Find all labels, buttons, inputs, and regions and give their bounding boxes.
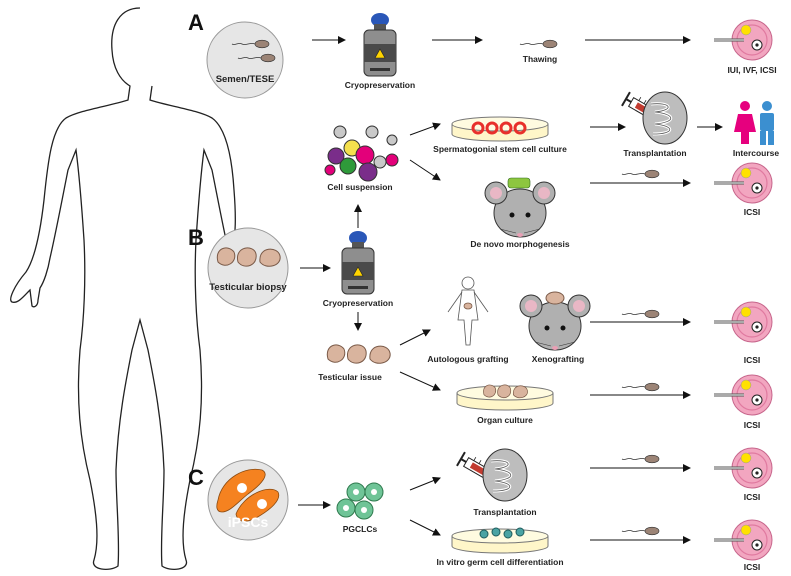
section-letter-a: A (188, 10, 204, 35)
germ-cell-colonies (479, 527, 525, 539)
icsi-label-4: ICSI (744, 492, 761, 502)
oocyte-icon (712, 161, 774, 205)
ssc-culture-label: Spermatogonial stem cell culture (433, 144, 567, 154)
tissue-icon (483, 384, 528, 399)
section-letter-c: C (188, 465, 204, 490)
de-novo-label: De novo morphogenesis (470, 239, 569, 249)
mouse-icon (484, 181, 556, 238)
arrow (399, 371, 441, 391)
oocyte-icon (712, 518, 774, 562)
human-body-outline (10, 7, 236, 571)
semen-tese-label: Semen/TESE (216, 74, 275, 85)
tissue-icon (326, 344, 391, 364)
in-vitro-label: In vitro germ cell differentiation (436, 557, 563, 567)
section-letter-b: B (188, 225, 204, 250)
cryo-tank-icon (341, 230, 375, 295)
cryo-tank-icon (363, 12, 397, 77)
thawing-label: Thawing (523, 54, 557, 64)
testis-icon (641, 90, 689, 146)
sperm-icon (621, 454, 660, 464)
ipsc-circle: iPSCs (207, 459, 289, 541)
testis-icon (481, 447, 529, 503)
semen-tese-circle: Semen/TESE (206, 21, 284, 99)
arrow (399, 329, 431, 346)
cell-suspension-icon (324, 125, 399, 182)
tissue-icon (216, 247, 281, 267)
red-cell-colonies (471, 121, 527, 135)
oocyte-icon (712, 446, 774, 490)
sperm-icon (519, 39, 558, 49)
autologous-grafting-label: Autologous grafting (427, 354, 508, 364)
transplantation-label-b: Transplantation (623, 148, 686, 158)
pgclcs-label: PGCLCs (343, 524, 378, 534)
sperm-icon (621, 309, 660, 319)
intercourse-label: Intercourse (733, 148, 780, 158)
transplantation-label-c: Transplantation (473, 507, 536, 517)
graft-icon (545, 291, 565, 305)
icsi-label-3: ICSI (744, 420, 761, 430)
oocyte-icon (712, 373, 774, 417)
arrow (409, 476, 441, 491)
oocyte-icon (712, 300, 774, 344)
icsi-label-5: ICSI (744, 562, 761, 572)
organ-culture-label: Organ culture (477, 415, 533, 425)
sperm-icon (621, 382, 660, 392)
ipsc-label: iPSCs (228, 514, 269, 530)
icsi-label-1: ICSI (744, 207, 761, 217)
sperm-icon (621, 526, 660, 536)
testicular-biopsy-label: Testicular biopsy (209, 282, 287, 293)
testicular-biopsy-circle: Testicular biopsy (207, 227, 289, 309)
couple-icon (734, 101, 774, 145)
small-human-icon (447, 276, 489, 346)
icsi-label-2: ICSI (744, 355, 761, 365)
sperm-icon (621, 169, 660, 179)
cryopreservation-label-b: Cryopreservation (323, 298, 393, 308)
arrow (409, 159, 441, 181)
cell-suspension-label: Cell suspension (327, 182, 392, 192)
oocyte-icon (712, 18, 774, 62)
graft-icon (507, 177, 531, 189)
testicular-issue-label: Testicular issue (318, 372, 382, 382)
iui-ivf-icsi-label: IUI, IVF, ICSI (727, 65, 776, 75)
cryopreservation-label-a: Cryopreservation (345, 80, 415, 90)
arrow (409, 122, 441, 136)
arrow (409, 519, 441, 536)
pgclc-icon (336, 482, 384, 520)
xenografting-label: Xenografting (532, 354, 584, 364)
